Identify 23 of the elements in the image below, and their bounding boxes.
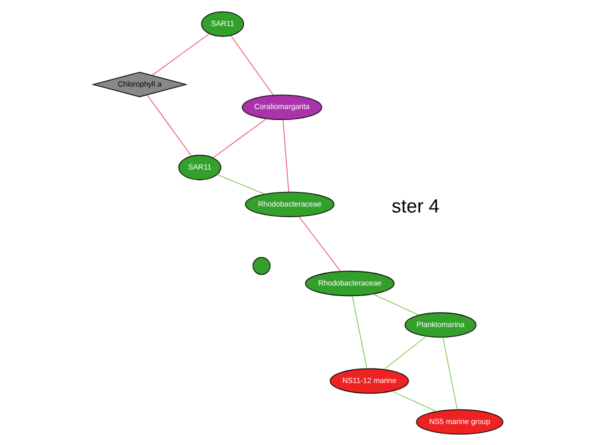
connector	[212, 118, 267, 158]
connector	[282, 118, 290, 192]
connector	[298, 216, 341, 272]
node-circle	[252, 256, 270, 274]
node-ellipse: Rhodobacteraceae	[305, 270, 395, 296]
connector	[146, 94, 192, 156]
node-ellipse: SAR11	[201, 10, 244, 36]
node-ellipse: NS11-12 marine	[330, 368, 409, 394]
connector	[230, 34, 274, 96]
node-ellipse: Coraliomargarita	[242, 94, 322, 120]
connector	[442, 336, 458, 410]
connector	[384, 335, 427, 370]
connector	[391, 390, 438, 412]
node-diamond: Chlorophyll a	[92, 71, 188, 97]
connector	[352, 295, 368, 368]
connector	[216, 174, 265, 194]
node-ellipse: NS5 marine group	[416, 408, 504, 434]
connector	[152, 32, 210, 76]
connector	[372, 293, 420, 315]
node-ellipse: Rhodobacteraceae	[244, 191, 334, 217]
node-ellipse: SAR11	[178, 154, 222, 180]
label: ster 4	[392, 196, 440, 218]
node-ellipse: Planktomarina	[404, 312, 476, 338]
